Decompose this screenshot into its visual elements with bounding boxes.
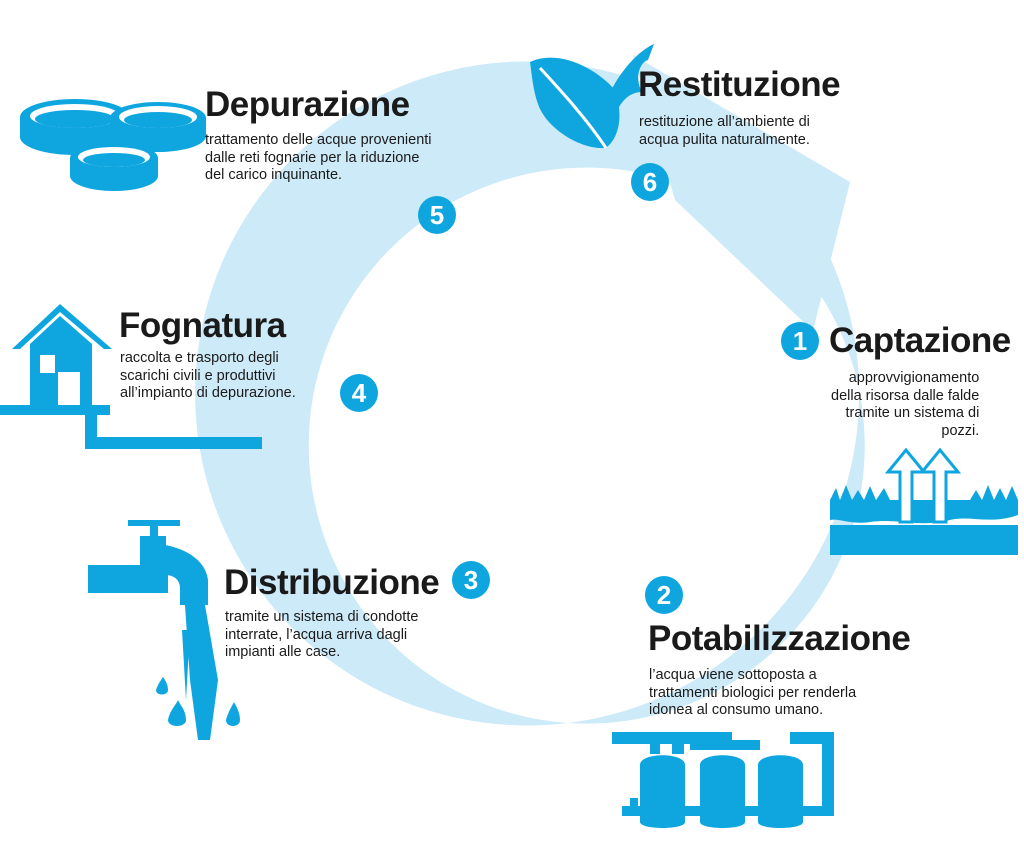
potabilizzazione-title: Potabilizzazione xyxy=(648,619,911,658)
distribuzione-title: Distribuzione xyxy=(224,563,440,602)
leaves-icon xyxy=(530,44,654,149)
step-4-number: 4 xyxy=(340,374,378,412)
description-line: pozzi. xyxy=(941,422,980,439)
description-line: trattamenti biologici per renderla xyxy=(649,684,857,701)
settling-basins-icon xyxy=(20,99,206,191)
description-line: tramite un sistema di xyxy=(845,405,980,421)
description-line: tramite un sistema di condotte xyxy=(225,609,419,625)
description-line: l’acqua viene sottoposta a xyxy=(649,667,817,683)
step-5-number: 5 xyxy=(418,196,456,234)
description-line: scarichi civili e produttivi xyxy=(120,367,276,384)
treatment-tanks-icon xyxy=(612,732,834,828)
description-line: acqua pulita naturalmente. xyxy=(639,131,810,148)
depurazione-description: trattamento delle acque provenienti dall… xyxy=(205,132,432,185)
captazione-description: approvvigionamento della risorsa dalle f… xyxy=(831,370,979,440)
water-tap-icon xyxy=(88,520,240,740)
description-line: raccolta e trasporto degli xyxy=(120,350,279,366)
groundwater-wells-icon xyxy=(830,447,1018,555)
cycle-arrow-ring xyxy=(195,55,865,726)
description-line: idonea al consumo umano. xyxy=(649,702,824,718)
step-1-number: 1 xyxy=(781,322,819,360)
step-3-number: 3 xyxy=(452,561,490,599)
description-line: impianti alle case. xyxy=(225,644,341,660)
description-line: della risorsa dalle falde xyxy=(831,387,980,404)
distribuzione-description: tramite un sistema di condotte interrate… xyxy=(225,609,418,662)
restituzione-title: Restituzione xyxy=(638,65,841,104)
description-line: dalle reti fognarie per la riduzione xyxy=(205,149,420,166)
captazione-title: Captazione xyxy=(829,321,1011,360)
potabilizzazione-description: l’acqua viene sottoposta a trattamenti b… xyxy=(649,667,856,720)
step-6-number: 6 xyxy=(631,163,669,201)
fognatura-title: Fognatura xyxy=(119,306,286,345)
depurazione-title: Depurazione xyxy=(205,85,410,124)
restituzione-description: restituzione all’ambiente di acqua pulit… xyxy=(639,114,810,149)
description-line: trattamento delle acque provenienti xyxy=(205,132,432,148)
step-2-number: 2 xyxy=(645,576,683,614)
description-line: all’impianto di depurazione. xyxy=(120,385,296,401)
description-line: approvvigionamento xyxy=(848,370,980,386)
fognatura-description: raccolta e trasporto degli scarichi civi… xyxy=(120,350,296,403)
description-line: interrate, l’acqua arriva dagli xyxy=(225,626,408,643)
description-line: del carico inquinante. xyxy=(205,167,343,183)
house-sewer-icon xyxy=(0,304,262,449)
description-line: restituzione all’ambiente di xyxy=(639,114,810,130)
